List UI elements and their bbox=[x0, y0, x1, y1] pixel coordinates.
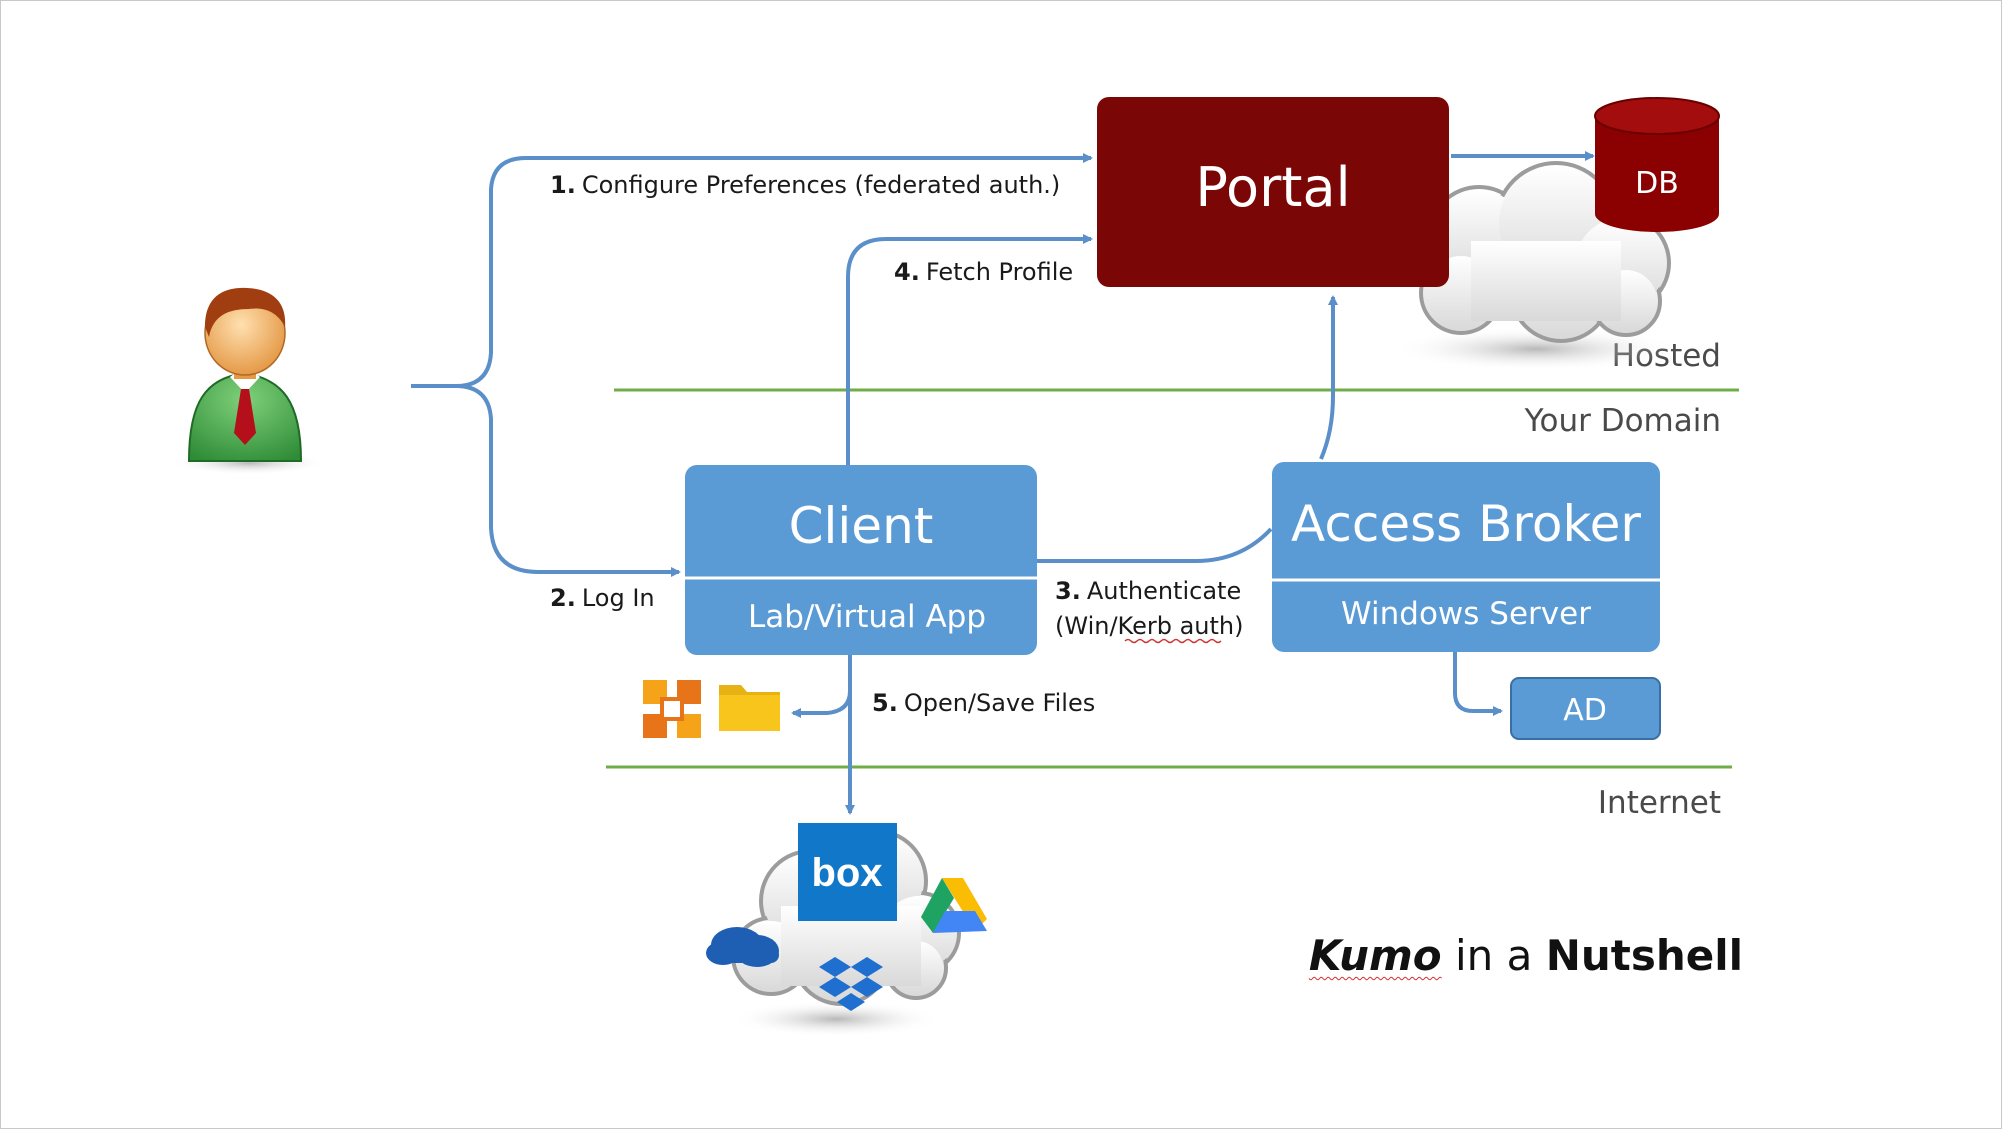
client-box: Client Lab/Virtual App bbox=[685, 465, 1037, 655]
step-3-label: 3.Authenticate bbox=[1055, 577, 1241, 605]
step-4-label: 4.Fetch Profile bbox=[894, 258, 1073, 286]
step-3-sublabel: (Win/Kerb auth) bbox=[1055, 612, 1243, 640]
ad-label: AD bbox=[1563, 693, 1607, 728]
office-icon bbox=[643, 680, 701, 738]
arrow-broker-portal bbox=[1319, 295, 1338, 460]
arrow-login-branch bbox=[411, 153, 1093, 388]
zone-label-internet: Internet bbox=[1598, 785, 1721, 821]
arrow-log-in bbox=[455, 384, 681, 577]
db-cylinder: DB bbox=[1594, 97, 1720, 232]
folder-icon bbox=[719, 685, 780, 731]
portal-label: Portal bbox=[1195, 156, 1350, 219]
hosted-cloud-icon bbox=[1391, 161, 1681, 371]
arrow-broker-ad bbox=[1453, 651, 1503, 716]
access-broker-subtitle: Windows Server bbox=[1341, 596, 1591, 632]
arrow-open-files-local bbox=[791, 655, 852, 718]
db-label: DB bbox=[1635, 166, 1679, 201]
dropbox-icon bbox=[819, 957, 883, 1011]
arrow-fetch-profile bbox=[846, 234, 1093, 465]
access-broker-box: Access Broker Windows Server bbox=[1272, 462, 1660, 652]
step-1-label: 1.Configure Preferences (federated auth.… bbox=[550, 171, 1060, 199]
google-drive-icon bbox=[921, 878, 987, 933]
footer-nutshell: Nutshell bbox=[1545, 931, 1743, 980]
ad-box: AD bbox=[1510, 677, 1661, 740]
slide-footer: Kumo in a Nutshell bbox=[1309, 931, 1743, 980]
arrow-authenticate bbox=[1037, 527, 1273, 563]
box-label: box bbox=[811, 851, 882, 895]
portal-box: Portal bbox=[1097, 97, 1449, 287]
step-5-label: 5.Open/Save Files bbox=[872, 689, 1095, 717]
onedrive-icon bbox=[706, 927, 779, 967]
box-icon: box bbox=[798, 823, 897, 921]
client-subtitle: Lab/Virtual App bbox=[748, 599, 986, 635]
step-2-label: 2.Log In bbox=[550, 584, 655, 612]
zone-label-your-domain: Your Domain bbox=[1524, 403, 1721, 439]
client-title: Client bbox=[789, 497, 934, 555]
access-broker-title: Access Broker bbox=[1291, 495, 1641, 553]
spellcheck-underline bbox=[1124, 638, 1222, 644]
user-icon bbox=[171, 287, 327, 475]
footer-kumo: Kumo bbox=[1308, 931, 1442, 980]
footer-in-a: in a bbox=[1441, 931, 1546, 980]
